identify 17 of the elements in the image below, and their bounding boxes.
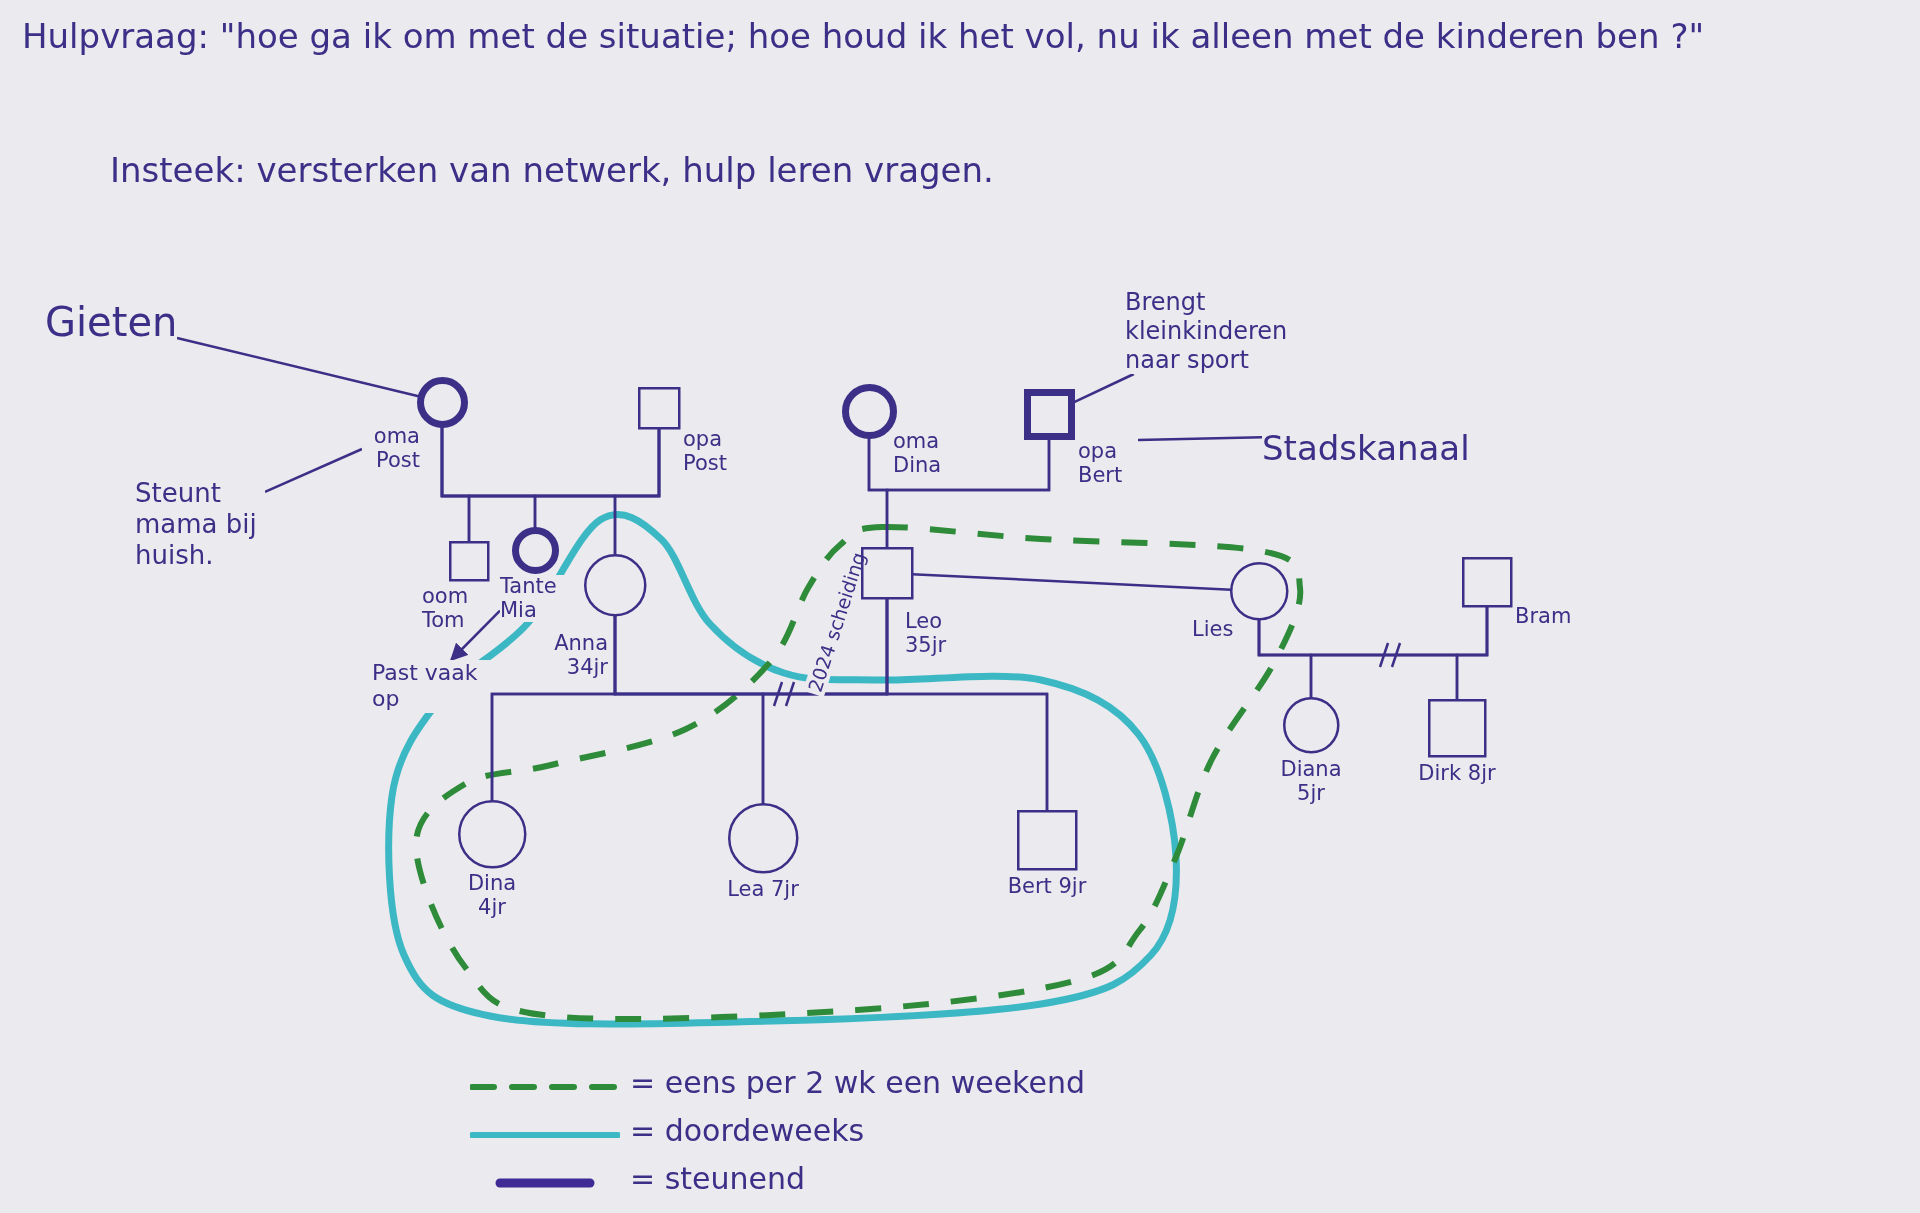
legend-text: = doordeweeks — [630, 1113, 865, 1148]
leader-line — [1137, 435, 1263, 442]
note-text: Insteek: versterken van netwerk, hulp leren vragen. — [110, 150, 994, 190]
leader-line — [176, 336, 421, 399]
relationship-line — [911, 572, 1232, 591]
descent-line — [885, 598, 1049, 811]
person-label: Bert 9jr — [1007, 875, 1087, 899]
legend-text: = steunend — [630, 1161, 806, 1196]
descent-line — [613, 428, 661, 555]
annotation-text: Past vaak op — [372, 660, 490, 713]
title-text: Hulpvraag: "hoe ga ik om met de situatie; hoe houd ik het vol, nu ik alleen met de kinderen ben ?" — [22, 15, 1706, 58]
legend-text: = eens per 2 wk een weekend — [630, 1065, 1085, 1100]
person-label: Tante Mia — [500, 575, 566, 623]
arrow — [449, 609, 501, 662]
leader-line — [264, 447, 363, 494]
descent-line — [1455, 606, 1489, 700]
person-label: Dirk 8jr — [1417, 762, 1497, 786]
